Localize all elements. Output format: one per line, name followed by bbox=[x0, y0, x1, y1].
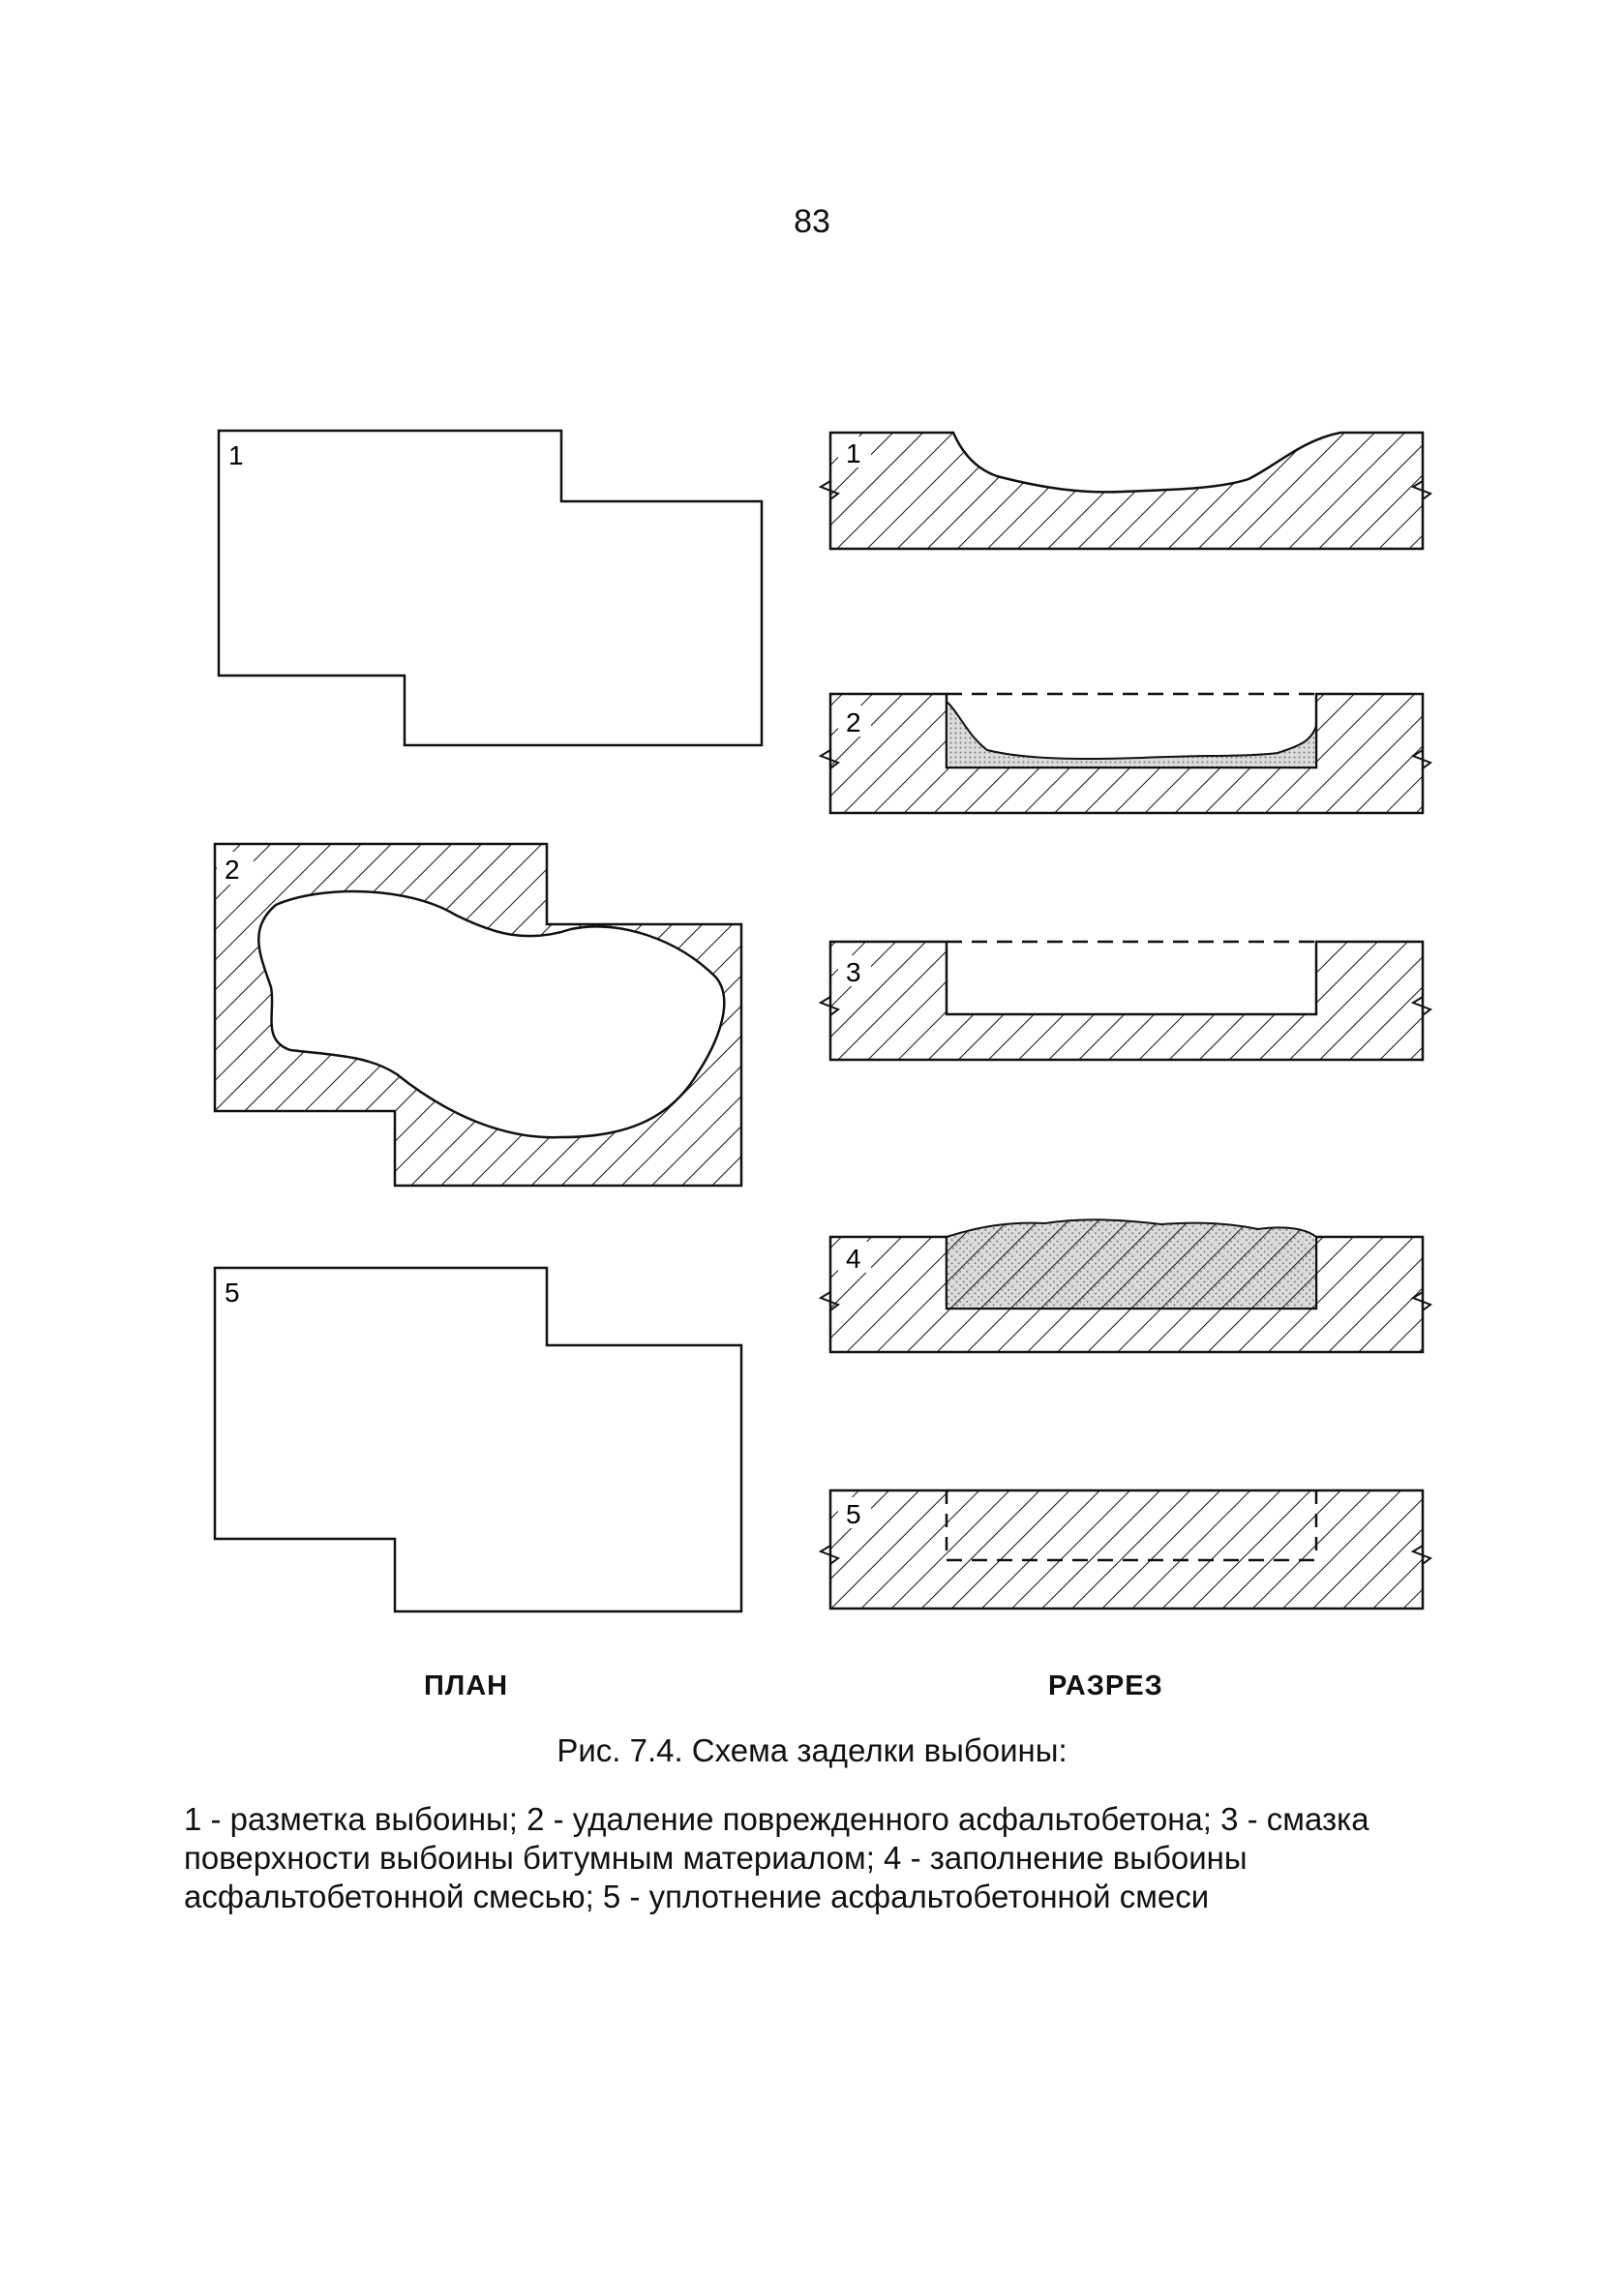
plan-step-1: 1 bbox=[217, 429, 764, 747]
section-step-3: 3 bbox=[818, 940, 1433, 1062]
section-step-5-number: 5 bbox=[846, 1499, 861, 1529]
section-step-5: 5 bbox=[818, 1489, 1433, 1610]
section-step-1-number: 1 bbox=[846, 438, 861, 468]
page-number: 83 bbox=[794, 203, 830, 240]
figure-caption-title: Рис. 7.4. Схема заделки выбоины: bbox=[556, 1732, 1068, 1768]
section-step-4-number: 4 bbox=[846, 1244, 861, 1274]
plan-heading: ПЛАН bbox=[424, 1670, 509, 1701]
pothole-repair-diagram: 1 2 5 1 2 3 bbox=[213, 429, 1433, 1613]
section-heading: РАЗРЕЗ bbox=[1048, 1670, 1163, 1701]
plan-step-1-number: 1 bbox=[228, 440, 244, 470]
section-step-2: 2 bbox=[818, 692, 1433, 815]
plan-step-5: 5 bbox=[213, 1266, 743, 1613]
plan-step-2: 2 bbox=[213, 842, 743, 1188]
plan-step-2-number: 2 bbox=[225, 855, 240, 885]
section-step-3-number: 3 bbox=[846, 957, 861, 987]
section-step-1: 1 bbox=[818, 431, 1433, 551]
figure-caption-body: 1 - разметка выбоины; 2 - удаление повре… bbox=[184, 1801, 1369, 1914]
section-step-4: 4 bbox=[818, 1218, 1433, 1354]
section-step-2-number: 2 bbox=[846, 707, 861, 737]
plan-step-5-number: 5 bbox=[225, 1278, 240, 1308]
